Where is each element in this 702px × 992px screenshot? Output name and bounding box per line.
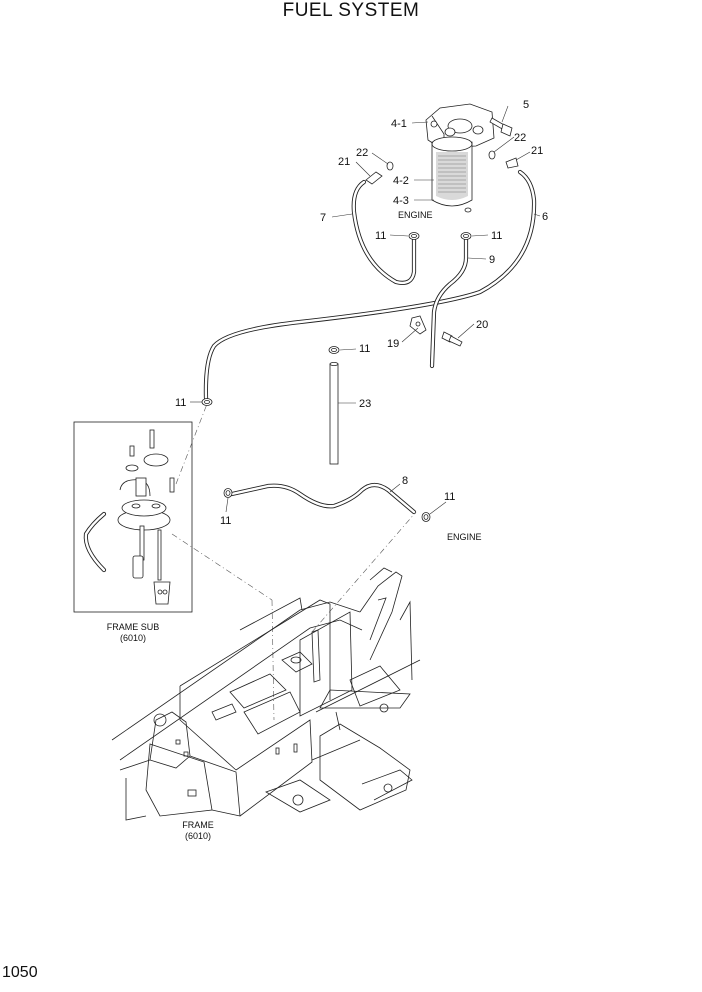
hose-7 bbox=[351, 179, 417, 285]
label-21-right: 21 bbox=[531, 145, 543, 157]
leader-lines bbox=[190, 105, 541, 515]
label-engine-top: ENGINE bbox=[398, 210, 433, 220]
label-11-d: 11 bbox=[175, 397, 186, 409]
bolt-5 bbox=[489, 117, 513, 137]
hose-8 bbox=[229, 482, 417, 515]
frame-sub-inset bbox=[73, 403, 275, 721]
hose-6 bbox=[203, 169, 537, 401]
label-7: 7 bbox=[320, 212, 326, 224]
label-frame-ref: (6010) bbox=[185, 831, 211, 841]
label-frame: FRAME bbox=[182, 820, 214, 830]
machine-frame bbox=[111, 511, 421, 821]
label-11-c: 11 bbox=[359, 343, 370, 355]
label-21-left: 21 bbox=[338, 156, 350, 168]
clamp-11-c bbox=[328, 346, 340, 354]
part-labels: 4-1 5 22 22 21 21 4-2 4-3 ENGINE 7 6 11 … bbox=[107, 99, 548, 841]
page-number: 1050 bbox=[2, 964, 38, 981]
fitting-21-right bbox=[505, 157, 519, 169]
bracket-19 bbox=[409, 315, 427, 335]
label-11-a: 11 bbox=[375, 230, 386, 242]
label-23: 23 bbox=[359, 398, 371, 410]
label-20: 20 bbox=[476, 319, 488, 331]
washer-22-right bbox=[488, 150, 496, 160]
label-8: 8 bbox=[402, 475, 408, 487]
washer-22-left bbox=[386, 161, 394, 171]
fitting-21-left bbox=[365, 171, 383, 185]
label-frame-sub: FRAME SUB bbox=[107, 622, 160, 632]
label-engine-bottom: ENGINE bbox=[447, 532, 482, 542]
clamp-11-f bbox=[421, 512, 431, 522]
page-title: FUEL SYSTEM bbox=[282, 0, 420, 21]
label-4-1: 4-1 bbox=[391, 118, 407, 130]
label-11-e: 11 bbox=[220, 515, 231, 527]
fuel-filter-assembly bbox=[425, 103, 495, 213]
label-4-2: 4-2 bbox=[393, 175, 409, 187]
hose-9 bbox=[429, 237, 469, 369]
clamp-11-d bbox=[201, 398, 213, 406]
label-9: 9 bbox=[489, 254, 495, 266]
label-11-f: 11 bbox=[444, 491, 455, 503]
label-frame-sub-ref: (6010) bbox=[120, 633, 146, 643]
clamp-11-e bbox=[223, 488, 233, 498]
label-6: 6 bbox=[542, 211, 548, 223]
label-11-b: 11 bbox=[491, 230, 502, 242]
label-22-left: 22 bbox=[356, 147, 368, 159]
tube-23 bbox=[329, 361, 339, 465]
label-19: 19 bbox=[387, 338, 399, 350]
label-5: 5 bbox=[523, 99, 529, 111]
label-4-3: 4-3 bbox=[393, 195, 409, 207]
clamp-11-b bbox=[460, 232, 472, 240]
label-22-right: 22 bbox=[514, 132, 526, 144]
clamp-11-a bbox=[408, 232, 420, 240]
bolt-20 bbox=[441, 331, 463, 347]
